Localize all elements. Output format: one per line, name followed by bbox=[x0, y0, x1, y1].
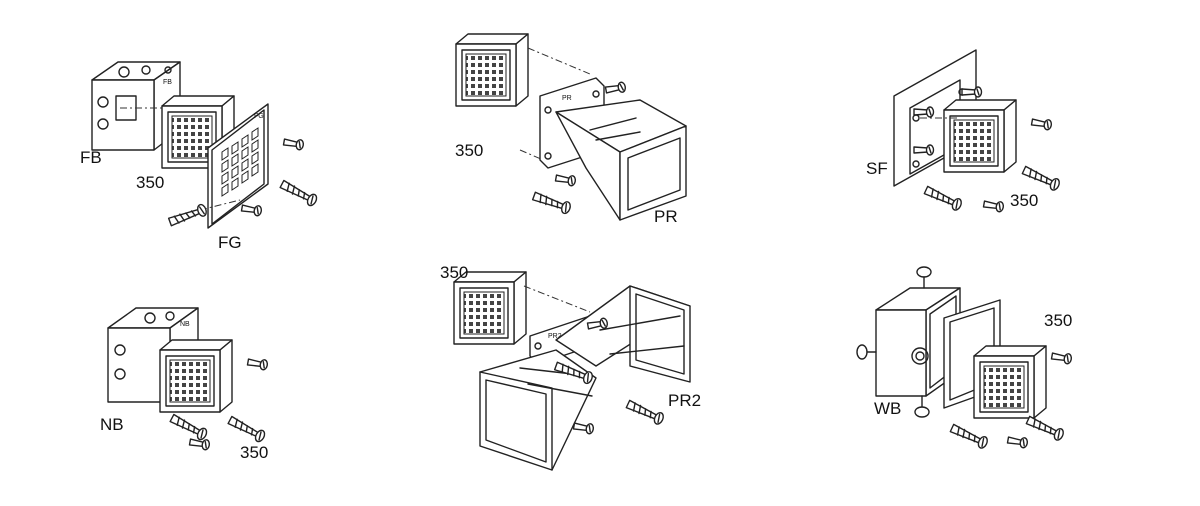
label-pr: PR bbox=[654, 207, 678, 226]
panel-mark-fg: FG bbox=[254, 113, 264, 120]
label-fb: FB bbox=[80, 148, 102, 167]
label-350-wb: 350 bbox=[1044, 311, 1072, 330]
label-350-pr: 350 bbox=[455, 141, 483, 160]
label-sf: SF bbox=[866, 159, 888, 178]
label-nb: NB bbox=[100, 415, 124, 434]
figure-pr: PR 350 PR bbox=[455, 33, 687, 226]
panel-mark-pr: PR bbox=[562, 95, 572, 102]
figure-fb: FB FG FB 350 FG bbox=[80, 61, 320, 252]
label-350-nb: 350 bbox=[240, 443, 268, 462]
figure-sf: SF 350 bbox=[866, 49, 1062, 214]
figure-wb: 350 WB bbox=[856, 266, 1073, 451]
label-wb: WB bbox=[874, 399, 901, 418]
label-350-sf: 350 bbox=[1010, 191, 1038, 210]
label-fg: FG bbox=[218, 233, 242, 252]
panel-mark-pr2: PR2 bbox=[548, 333, 562, 340]
front-grille-fg: FG bbox=[207, 103, 269, 229]
box-mark-nb: NB bbox=[180, 321, 190, 328]
label-350-pr2: 350 bbox=[440, 263, 468, 282]
box-mark-fb: FB bbox=[163, 79, 172, 86]
figure-pr2: PR2 350 PR2 bbox=[440, 263, 701, 471]
horn-pr2 bbox=[479, 285, 691, 471]
figure-nb: NB NB 350 bbox=[100, 307, 269, 462]
horn-pr bbox=[555, 99, 687, 221]
label-350-fb: 350 bbox=[136, 173, 164, 192]
label-pr2: PR2 bbox=[668, 391, 701, 410]
